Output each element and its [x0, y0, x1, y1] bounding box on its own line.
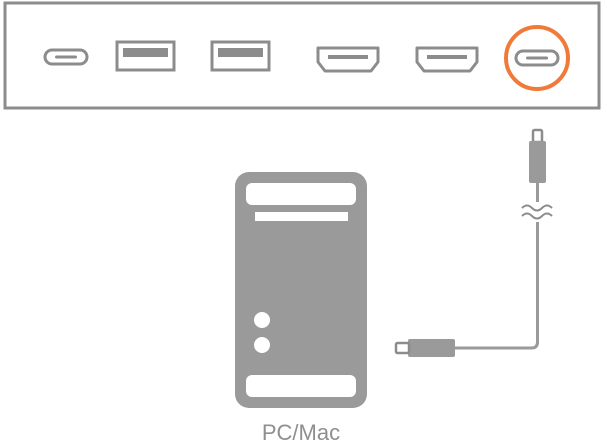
- computer-tower-icon: [235, 172, 367, 408]
- usb-a-port-tongue: [123, 48, 168, 57]
- tower-top-panel: [246, 183, 356, 205]
- hdmi-port-tongue: [328, 55, 368, 59]
- tower-case: [235, 172, 367, 408]
- tower-bottom-panel: [246, 375, 356, 397]
- usb-c-port-tongue: [526, 56, 548, 60]
- port-panel-frame: [3, 1, 601, 110]
- usb-c-port-icon: [514, 49, 560, 67]
- usb-c-cable: [394, 128, 553, 357]
- highlight-ring-icon: [504, 25, 570, 91]
- cable-plug-body: [529, 141, 546, 183]
- hdmi-port-icon: [316, 46, 380, 73]
- computer-label: PC/Mac: [262, 420, 340, 445]
- cable-plug-body: [408, 339, 455, 357]
- cable-break-icon: [521, 204, 553, 220]
- cable-plug-tip: [394, 341, 411, 355]
- usb-c-port-icon: [43, 48, 89, 66]
- port-panel: [3, 1, 601, 110]
- tower-button-icon: [254, 337, 270, 353]
- tower-button-icon: [254, 312, 270, 328]
- usb-a-port-icon: [115, 40, 176, 72]
- cable-wire: [455, 222, 539, 350]
- tower-drive-slot: [255, 212, 348, 221]
- usb-a-port-tongue: [218, 48, 263, 57]
- usb-a-port-icon: [210, 40, 271, 72]
- hdmi-port-icon: [415, 46, 479, 73]
- cable-plug-tip: [531, 128, 544, 144]
- usb-c-port-tongue: [55, 55, 77, 59]
- hdmi-port-tongue: [427, 55, 467, 59]
